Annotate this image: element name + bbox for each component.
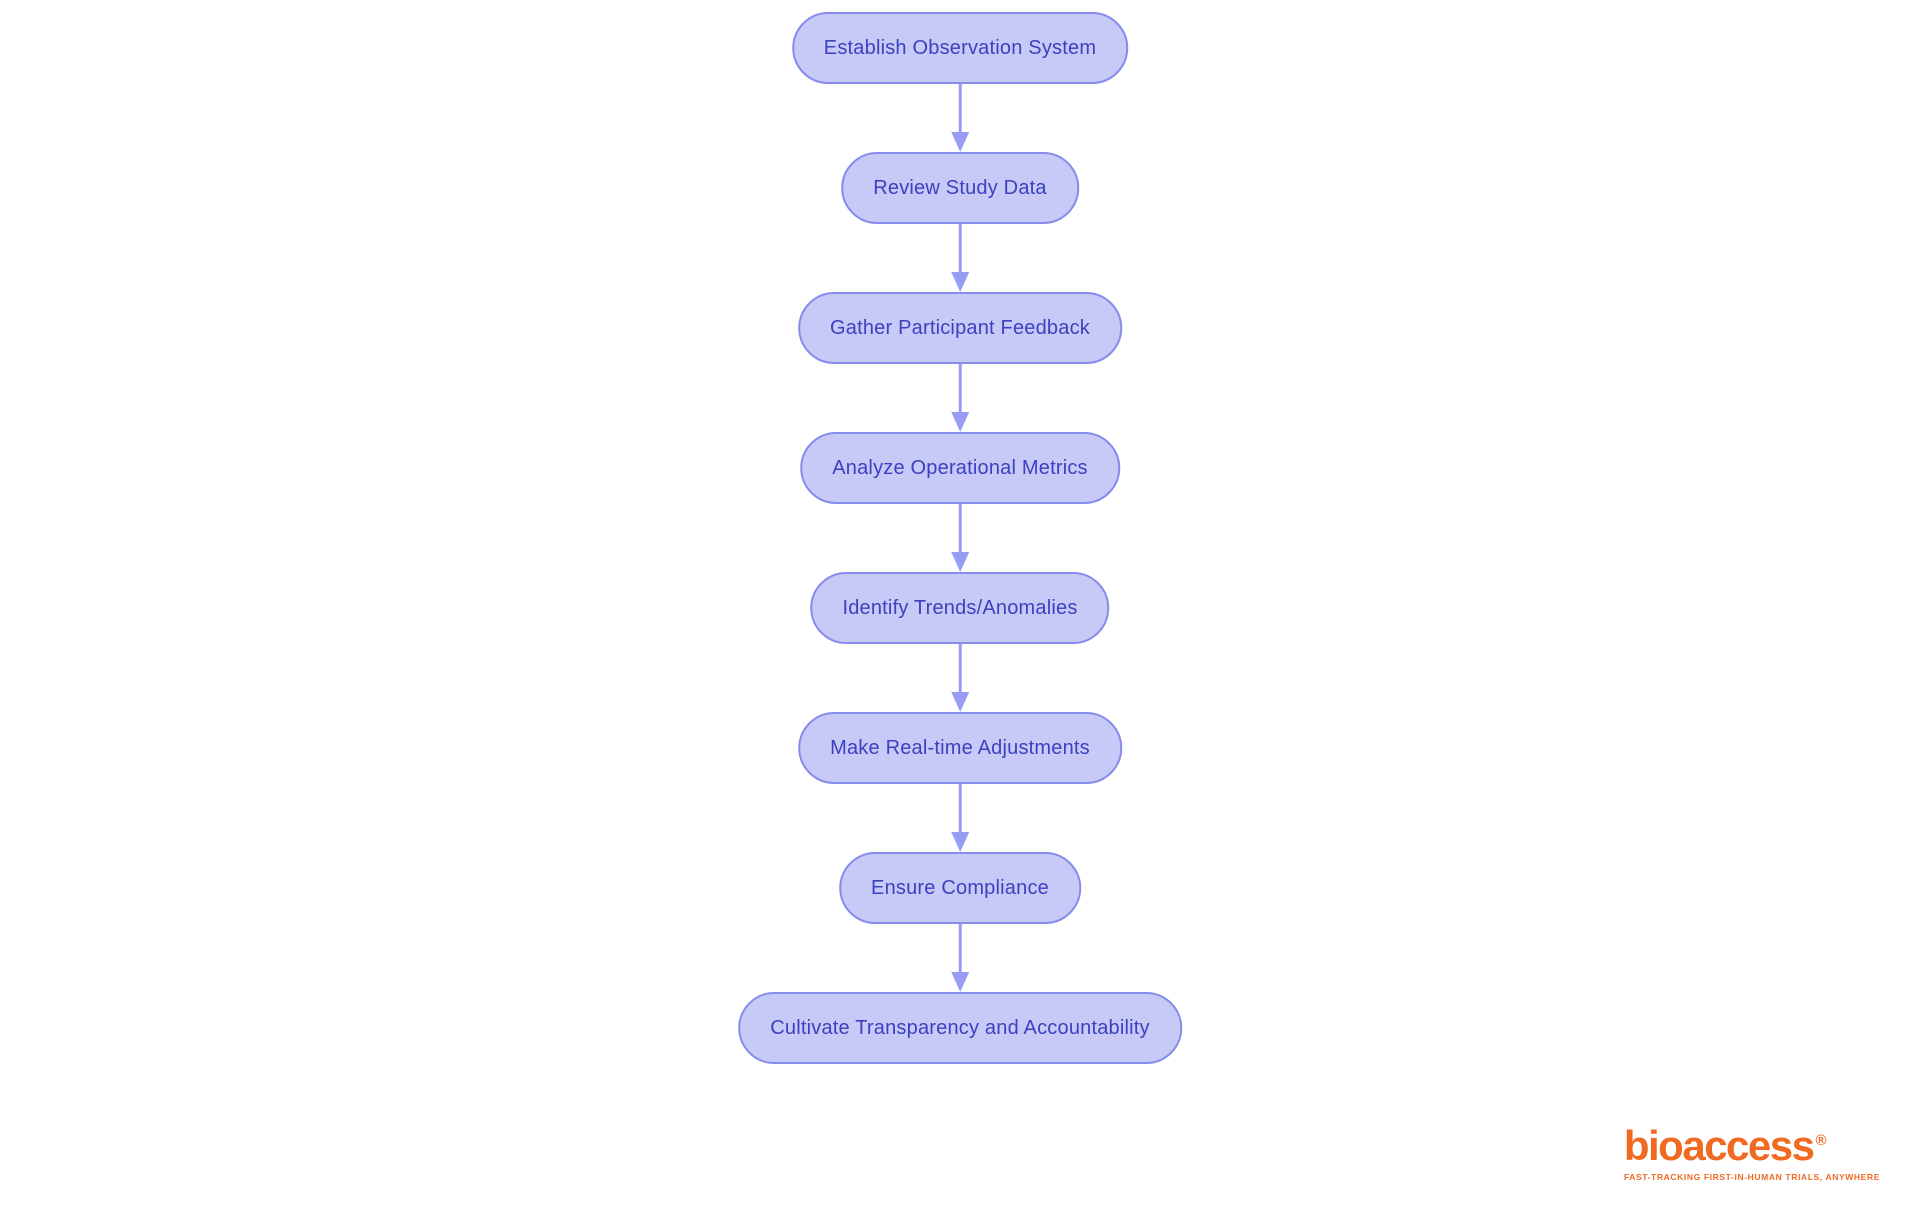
flow-node-label: Make Real-time Adjustments [830, 736, 1090, 759]
arrow-down-icon [951, 84, 969, 152]
arrow-down-icon [951, 784, 969, 852]
flow-node-label: Cultivate Transparency and Accountabilit… [770, 1016, 1150, 1039]
flow-node-cultivate-transparency-accountability: Cultivate Transparency and Accountabilit… [738, 992, 1182, 1064]
arrow-down-icon [951, 224, 969, 292]
flow-node-make-real-time-adjustments: Make Real-time Adjustments [798, 712, 1122, 784]
flow-node-label: Gather Participant Feedback [830, 316, 1090, 339]
bioaccess-tagline: FAST-TRACKING FIRST-IN-HUMAN TRIALS, ANY… [1623, 1172, 1880, 1182]
flow-node-ensure-compliance: Ensure Compliance [839, 852, 1081, 924]
flow-node-label: Establish Observation System [823, 36, 1097, 59]
flow-node-label: Analyze Operational Metrics [832, 456, 1088, 479]
flow-node-label: Review Study Data [873, 176, 1047, 199]
registered-trademark-icon: ® [1815, 1132, 1827, 1149]
arrow-down-icon [951, 504, 969, 572]
flow-node-analyze-operational-metrics: Analyze Operational Metrics [800, 432, 1120, 504]
flow-node-gather-participant-feedback: Gather Participant Feedback [798, 292, 1122, 364]
flow-node-review-study-data: Review Study Data [841, 152, 1079, 224]
flow-node-label: Ensure Compliance [871, 876, 1049, 899]
flow-node-label: Identify Trends/Anomalies [842, 596, 1078, 619]
flow-node-establish-observation-system: Establish Observation System [791, 12, 1129, 84]
process-flowchart: Establish Observation System Review Stud… [738, 12, 1182, 1064]
bioaccess-wordmark: bioaccess® [1624, 1125, 1880, 1167]
bioaccess-wordmark-text: bioaccess [1623, 1122, 1815, 1169]
arrow-down-icon [951, 644, 969, 712]
arrow-down-icon [951, 924, 969, 992]
bioaccess-logo: bioaccess® FAST-TRACKING FIRST-IN-HUMAN … [1623, 1125, 1880, 1183]
flow-node-identify-trends-anomalies: Identify Trends/Anomalies [810, 572, 1110, 644]
arrow-down-icon [951, 364, 969, 432]
